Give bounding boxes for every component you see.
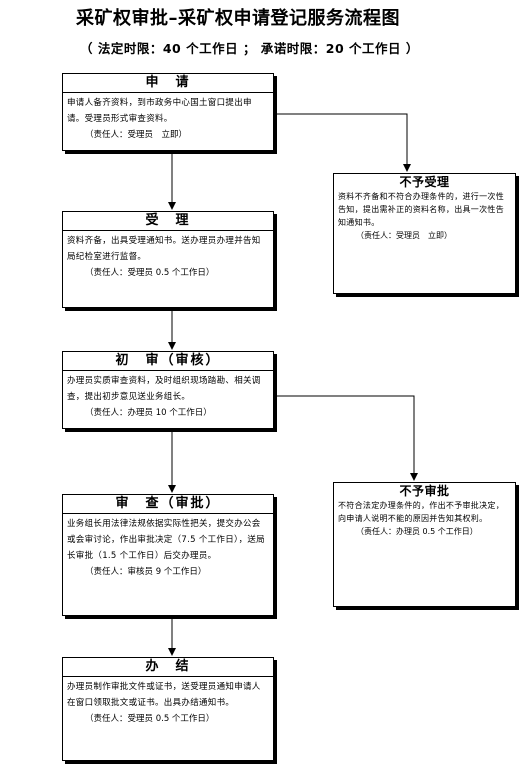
- step-complete-text: 办理员制作审批文件或证书，送受理员通知申请人在窗口领取批文或证书。出具办结通知书…: [67, 682, 261, 708]
- reject-approval-box: 不予审批 不符合法定办理条件的，作出不予审批决定，向申请人说明不能的原因并告知其…: [333, 482, 516, 607]
- reject-approval-responsible: （责任人：办理员 0.5 个工作日）: [356, 527, 478, 536]
- reject-acceptance-heading: 不予受理: [399, 175, 450, 189]
- reject-approval-heading: 不予审批: [399, 484, 450, 498]
- step-examination-heading: 审 查（审批）: [63, 495, 273, 514]
- arrow-initial-to-reject-approve: [275, 395, 418, 481]
- step-complete-box: 办 结 办理员制作审批文件或证书，送受理员通知申请人在窗口领取批文或证书。出具办…: [62, 657, 274, 761]
- page-title: 采矿权审批–采矿权申请登记服务流程图: [76, 8, 400, 29]
- reject-approval-text: 不符合法定办理条件的，作出不予审批决定，向申请人说明不能的原因并告知其权利。: [338, 501, 504, 523]
- step-apply-heading: 申 请: [63, 74, 273, 93]
- reject-acceptance-box: 不予受理 资料不齐备和不符合办理条件的，进行一次性告知，提出需补正的资料名称，出…: [333, 173, 516, 294]
- step-apply-responsible: （责任人：受理员 立即）: [85, 130, 188, 140]
- step-examination-text: 业务组长用法律法规依据实际性把关，提交办公会或会审讨论，作出审批决定（7.5 个…: [67, 519, 265, 561]
- step-complete-responsible: （责任人：受理员 0.5 个工作日）: [85, 714, 215, 724]
- step-examination-box: 审 查（审批） 业务组长用法律法规依据实际性把关，提交办公会或会审讨论，作出审批…: [62, 494, 274, 616]
- arrow-apply-to-reject-accept: [275, 113, 411, 172]
- step-initial-review-responsible: （责任人：办理员 10 个工作日）: [85, 408, 212, 418]
- step-accept-text: 资料齐备，出具受理通知书。送办理员办理并告知局纪检室进行监督。: [67, 236, 261, 262]
- step-initial-review-box: 初 审（审核） 办理员实质审查资料，及时组织现场踏勘、相关调查，提出初步意见送业…: [62, 351, 274, 429]
- step-accept-box: 受 理 资料齐备，出具受理通知书。送办理员办理并告知局纪检室进行监督。 （责任人…: [62, 211, 274, 308]
- step-examination-responsible: （责任人：审核员 9 个工作日）: [85, 567, 207, 577]
- step-initial-review-heading: 初 审（审核）: [63, 352, 273, 371]
- reject-acceptance-text: 资料不齐备和不符合办理条件的，进行一次性告知，提出需补正的资料名称，出具一次性告…: [338, 192, 504, 227]
- step-apply-text: 申请人备齐资料，到市政务中心国土窗口提出申请。受理员形式审查资料。: [67, 98, 252, 124]
- step-accept-heading: 受 理: [63, 212, 273, 231]
- step-accept-responsible: （责任人：受理员 0.5 个工作日）: [85, 268, 215, 278]
- step-complete-heading: 办 结: [63, 658, 273, 677]
- step-apply-box: 申 请 申请人备齐资料，到市政务中心国土窗口提出申请。受理员形式审查资料。 （责…: [62, 73, 274, 151]
- reject-acceptance-responsible: （责任人：受理员 立即）: [356, 231, 452, 240]
- time-limits: （ 法定时限：40 个工作日 ； 承诺时限：20 个工作日 ）: [80, 41, 419, 56]
- step-initial-review-text: 办理员实质审查资料，及时组织现场踏勘、相关调查，提出初步意见送业务组长。: [67, 376, 261, 402]
